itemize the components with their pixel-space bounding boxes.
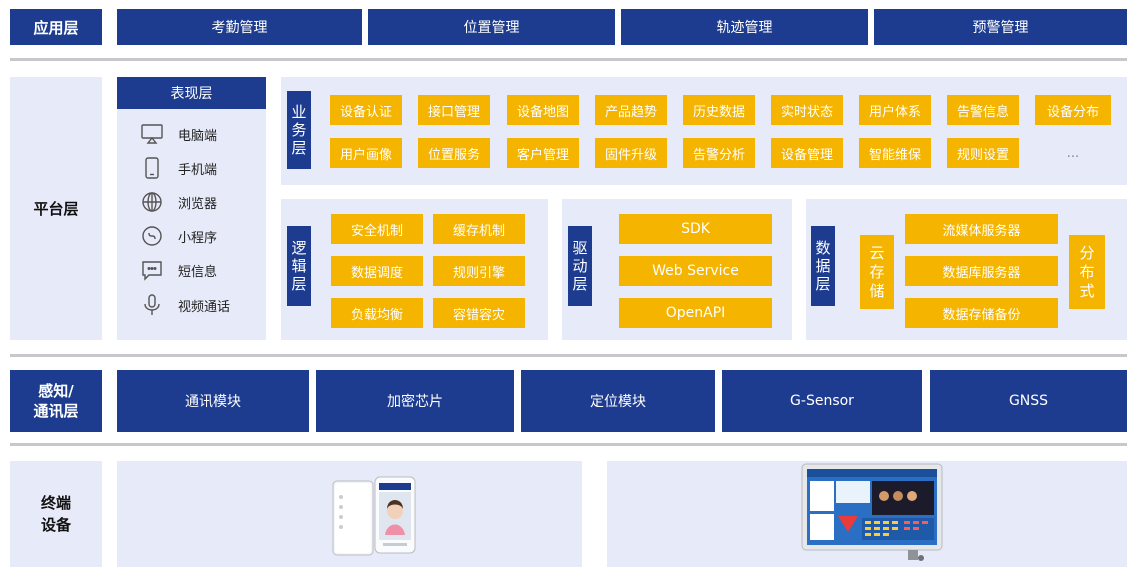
app-layer-label: 应用层	[10, 9, 102, 45]
presentation-item-video-call: 视频通话	[140, 291, 230, 319]
business-item-customer-mgmt[interactable]: 客户管理	[507, 138, 579, 168]
business-item-alarm-analysis[interactable]: 告警分析	[683, 138, 755, 168]
globe-icon	[142, 192, 162, 212]
presentation-item-miniprogram: 小程序	[140, 223, 217, 249]
perception-item-encryption-chip[interactable]: 加密芯片	[316, 370, 514, 432]
logic-item-cache[interactable]: 缓存机制	[433, 214, 525, 244]
business-item-rule-settings[interactable]: 规则设置	[947, 138, 1019, 168]
perception-item-comm-module[interactable]: 通讯模块	[117, 370, 309, 432]
monitor-icon	[141, 124, 163, 144]
perception-item-g-sensor[interactable]: G-Sensor	[722, 370, 922, 432]
perception-item-gnss[interactable]: GNSS	[930, 370, 1127, 432]
platform-layer-label: 平台层	[10, 77, 102, 340]
business-item-device-distribution[interactable]: 设备分布	[1035, 95, 1111, 125]
divider-1	[10, 58, 1127, 61]
logic-item-fault-tolerance[interactable]: 容错容灾	[433, 298, 525, 328]
logic-item-load-balancing[interactable]: 负载均衡	[331, 298, 423, 328]
business-item-user-profile[interactable]: 用户画像	[330, 138, 402, 168]
business-item-smart-maintenance[interactable]: 智能维保	[859, 138, 931, 168]
logic-layer-label: 逻 辑 层	[287, 226, 311, 306]
app-item-warning[interactable]: 预警管理	[874, 9, 1127, 45]
phone-icon	[145, 157, 159, 179]
business-item-realtime-status[interactable]: 实时状态	[771, 95, 843, 125]
business-item-device-mgmt[interactable]: 设备管理	[771, 138, 843, 168]
business-more-ellipsis: ...	[1066, 145, 1080, 161]
business-item-device-map[interactable]: 设备地图	[507, 95, 579, 125]
data-cloud-storage-label: 云 存 储	[860, 235, 894, 309]
divider-3	[10, 443, 1127, 446]
business-item-alarm-info[interactable]: 告警信息	[947, 95, 1019, 125]
business-layer-label: 业 务 层	[287, 91, 311, 169]
logic-item-data-scheduling[interactable]: 数据调度	[331, 256, 423, 286]
message-icon	[142, 261, 162, 281]
presentation-item-mobile: 手机端	[140, 155, 217, 181]
app-item-location[interactable]: 位置管理	[368, 9, 615, 45]
logic-item-security[interactable]: 安全机制	[331, 214, 423, 244]
divider-2	[10, 354, 1127, 357]
presentation-item-pc: 电脑端	[140, 121, 217, 147]
presentation-layer-panel	[117, 77, 266, 340]
business-item-user-system[interactable]: 用户体系	[859, 95, 931, 125]
driver-layer-label: 驱 动 层	[568, 226, 592, 306]
driver-item-web-service[interactable]: Web Service	[619, 256, 772, 286]
business-item-product-trend[interactable]: 产品趋势	[595, 95, 667, 125]
business-item-firmware-upgrade[interactable]: 固件升级	[595, 138, 667, 168]
kiosk-device-image	[801, 463, 943, 561]
presentation-item-sms: 短信息	[140, 257, 217, 283]
badge-device-image	[332, 476, 416, 556]
business-item-history-data[interactable]: 历史数据	[683, 95, 755, 125]
data-layer-label: 数 据 层	[811, 226, 835, 306]
microphone-icon	[144, 294, 160, 315]
perception-layer-label: 感知/ 通讯层	[10, 370, 102, 432]
perception-item-positioning-module[interactable]: 定位模块	[521, 370, 715, 432]
terminal-layer-label: 终端 设备	[10, 461, 102, 567]
presentation-item-browser: 浏览器	[140, 189, 217, 215]
data-item-streaming-server[interactable]: 流媒体服务器	[905, 214, 1058, 244]
mini-program-icon	[142, 226, 162, 246]
app-item-attendance[interactable]: 考勤管理	[117, 9, 362, 45]
app-item-track[interactable]: 轨迹管理	[621, 9, 868, 45]
business-item-device-auth[interactable]: 设备认证	[330, 95, 402, 125]
data-distributed-label: 分 布 式	[1069, 235, 1105, 309]
driver-item-sdk[interactable]: SDK	[619, 214, 772, 244]
business-layer-panel	[281, 77, 1127, 185]
data-item-database-server[interactable]: 数据库服务器	[905, 256, 1058, 286]
logic-item-rule-engine[interactable]: 规则引擎	[433, 256, 525, 286]
driver-item-openapi[interactable]: OpenAPI	[619, 298, 772, 328]
data-item-storage-backup[interactable]: 数据存储备份	[905, 298, 1058, 328]
business-item-interface-mgmt[interactable]: 接口管理	[418, 95, 490, 125]
business-item-location-service[interactable]: 位置服务	[418, 138, 490, 168]
presentation-layer-title: 表现层	[117, 77, 266, 109]
